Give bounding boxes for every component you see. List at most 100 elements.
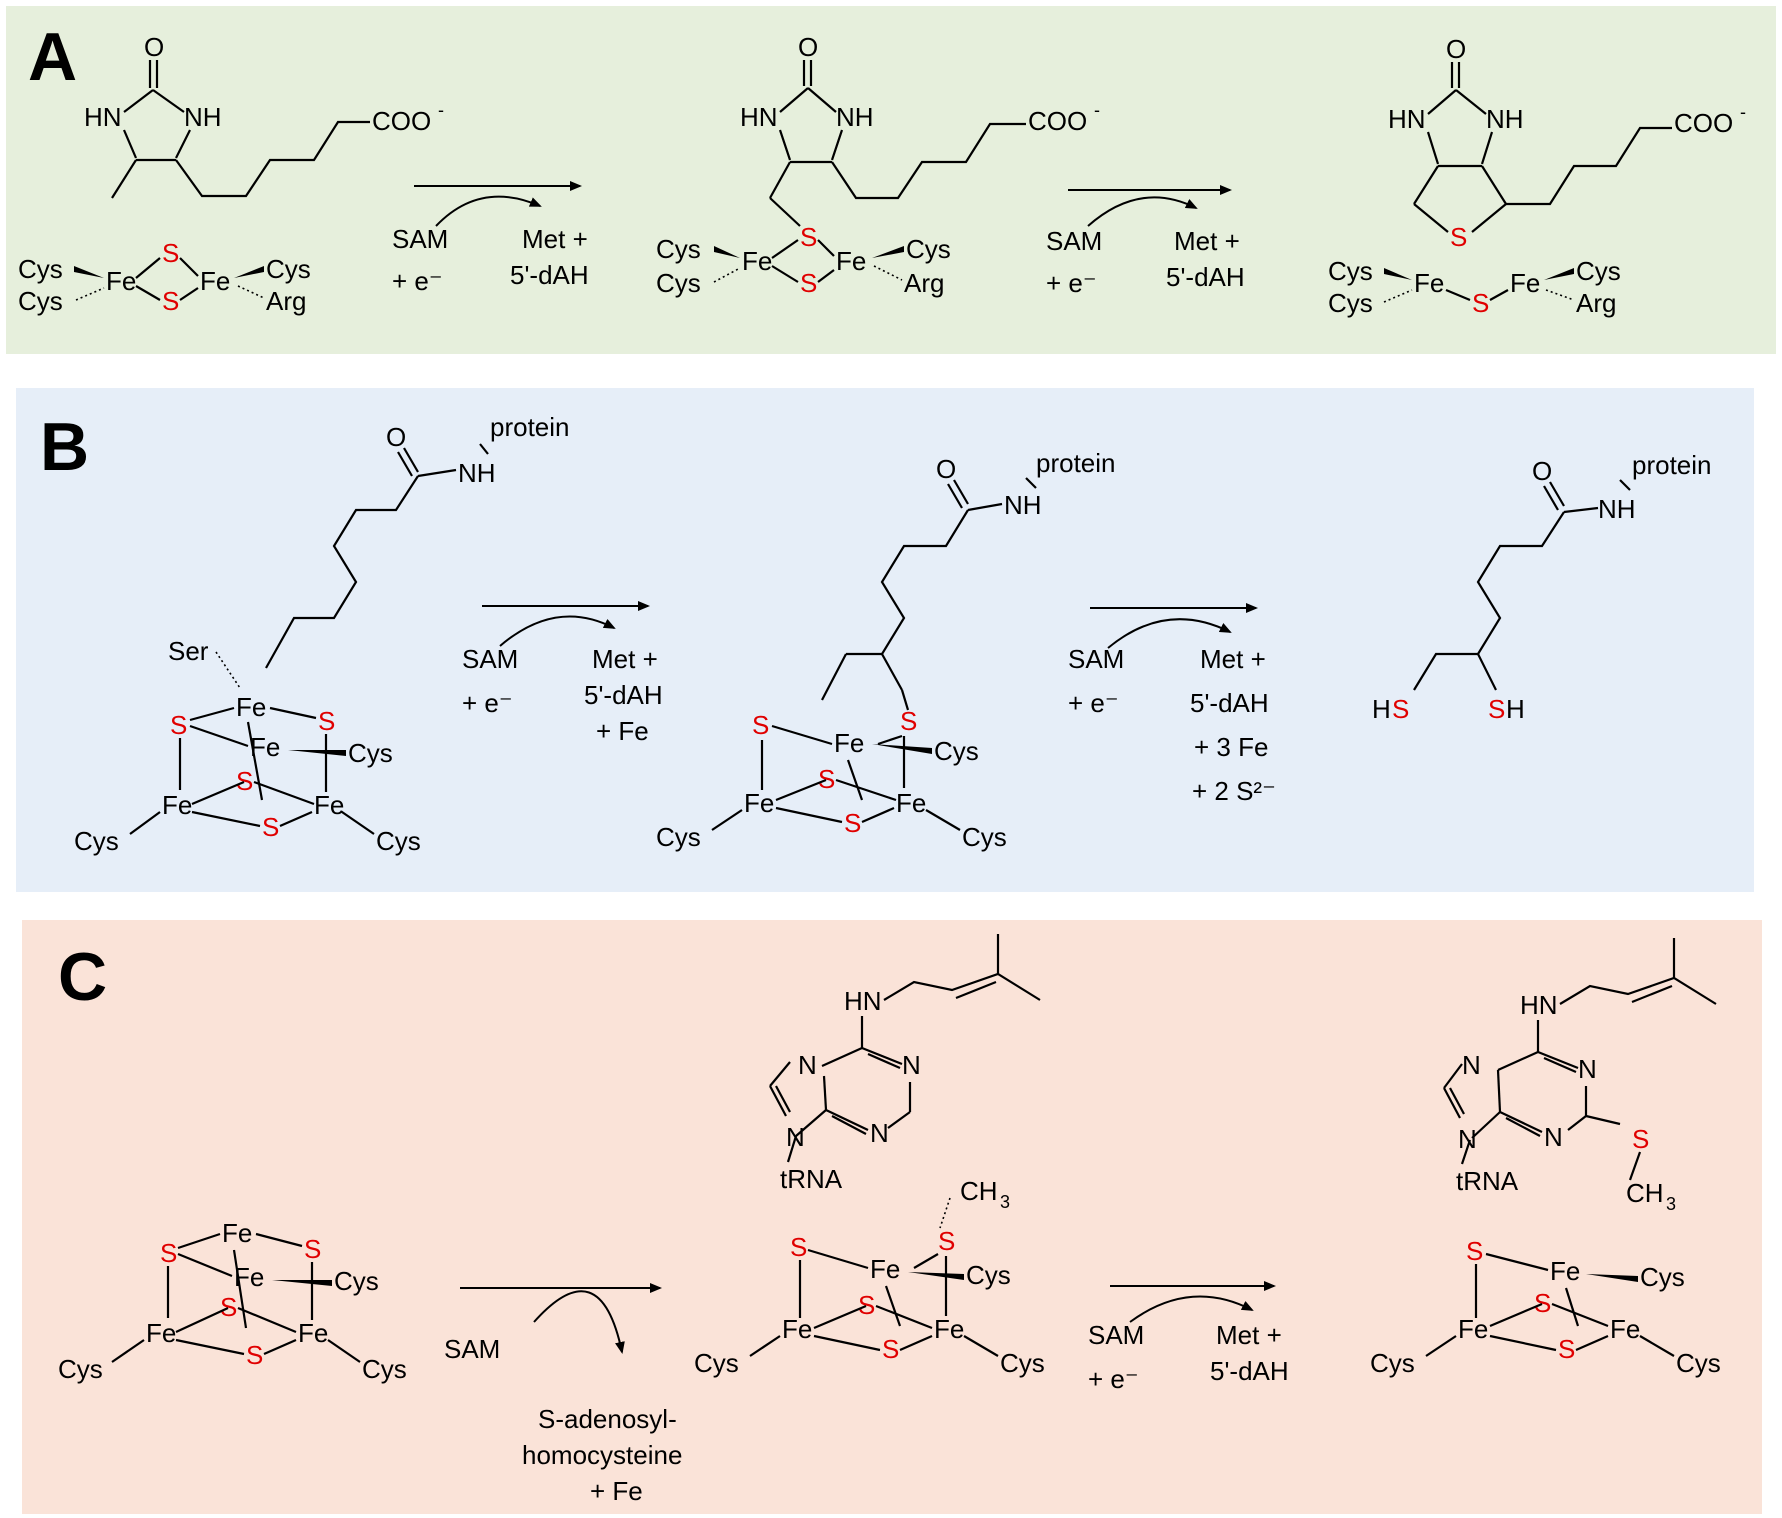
svg-text:-: - <box>1740 102 1746 122</box>
svg-text:SAM: SAM <box>444 1334 500 1364</box>
svg-text:S: S <box>1558 1334 1575 1364</box>
svg-text:HN: HN <box>740 102 778 132</box>
panel-b-octanoyl-substrate: O NH protein <box>265 412 570 669</box>
svg-text:S: S <box>1392 694 1409 724</box>
svg-text:HN: HN <box>1388 104 1426 134</box>
svg-text:N: N <box>870 1118 889 1148</box>
svg-text:Cys: Cys <box>1000 1348 1045 1378</box>
svg-text:protein: protein <box>1632 450 1712 480</box>
svg-text:Fe: Fe <box>1610 1314 1640 1344</box>
svg-text:S: S <box>318 706 335 736</box>
svg-text:Fe: Fe <box>200 266 230 296</box>
svg-text:S: S <box>752 710 769 740</box>
svg-text:5'-dAH: 5'-dAH <box>1190 688 1269 718</box>
panel-a-dethiobiotin: O HN NH COO - <box>84 32 444 199</box>
svg-text:O: O <box>1532 456 1552 486</box>
svg-text:S: S <box>800 268 817 298</box>
svg-text:Fe: Fe <box>834 728 864 758</box>
panel-b-background <box>16 388 1754 892</box>
svg-text:Fe: Fe <box>1414 268 1444 298</box>
svg-text:Cys: Cys <box>1328 256 1373 286</box>
svg-text:N: N <box>1578 1054 1597 1084</box>
svg-text:S: S <box>844 808 861 838</box>
panel-b-lipoyl-product: O NH protein H S S H <box>1372 450 1712 724</box>
svg-text:SAM: SAM <box>1068 644 1124 674</box>
panel-c-fe4s4-cluster-1: Fe S S Fe Cys S Fe Fe S Cys Cys <box>58 1218 407 1384</box>
panel-b-fe4s4-cluster-1: Ser Fe S S Fe Cys S Fe Fe S Cys Cys <box>74 636 421 856</box>
svg-text:+ e⁻: + e⁻ <box>462 688 513 718</box>
svg-text:protein: protein <box>1036 448 1116 478</box>
svg-text:H: H <box>1506 694 1525 724</box>
svg-text:Arg: Arg <box>904 268 944 298</box>
panel-c-letter: C <box>58 939 107 1015</box>
svg-text:N: N <box>1544 1122 1563 1152</box>
panel-a-letter: A <box>28 19 77 95</box>
svg-text:Cys: Cys <box>1676 1348 1721 1378</box>
svg-text:Fe: Fe <box>1510 268 1540 298</box>
svg-text:O: O <box>798 32 818 62</box>
svg-text:Cys: Cys <box>334 1266 379 1296</box>
svg-text:Met +: Met + <box>1216 1320 1282 1350</box>
svg-text:CH: CH <box>960 1176 998 1206</box>
svg-text:+ 2 S²⁻: + 2 S²⁻ <box>1192 776 1276 806</box>
svg-text:HN: HN <box>844 986 882 1016</box>
svg-text:Fe: Fe <box>146 1318 176 1348</box>
svg-text:Cys: Cys <box>656 268 701 298</box>
svg-text:Met +: Met + <box>1174 226 1240 256</box>
svg-text:homocysteine: homocysteine <box>522 1440 682 1470</box>
panel-a-fe2s2-cluster-1: Cys Cys Fe S S Fe Cys Arg <box>18 238 311 316</box>
svg-text:+ Fe: + Fe <box>590 1476 643 1506</box>
svg-text:N: N <box>902 1050 921 1080</box>
svg-text:Fe: Fe <box>314 790 344 820</box>
svg-text:Cys: Cys <box>694 1348 739 1378</box>
svg-text:Arg: Arg <box>266 286 306 316</box>
svg-text:NH: NH <box>1004 490 1042 520</box>
svg-text:5'-dAH: 5'-dAH <box>1166 262 1245 292</box>
panel-a-step-1-arrow: SAM + e⁻ Met + 5'-dAH <box>392 181 589 296</box>
svg-text:S-adenosyl-: S-adenosyl- <box>538 1404 677 1434</box>
svg-text:Fe: Fe <box>896 788 926 818</box>
svg-text:S: S <box>162 286 179 316</box>
panel-c-intermediate-cluster: CH 3 S S Fe Cys S Fe Fe S Cys Cys <box>694 1176 1045 1378</box>
svg-text:S: S <box>246 1340 263 1370</box>
svg-text:Cys: Cys <box>376 826 421 856</box>
svg-text:Cys: Cys <box>1328 288 1373 318</box>
svg-text:Fe: Fe <box>162 790 192 820</box>
svg-text:tRNA: tRNA <box>780 1164 843 1194</box>
svg-text:O: O <box>386 422 406 452</box>
svg-text:Fe: Fe <box>298 1318 328 1348</box>
svg-text:Cys: Cys <box>1640 1262 1685 1292</box>
panel-a-background <box>6 6 1776 354</box>
svg-text:SAM: SAM <box>462 644 518 674</box>
svg-text:HN: HN <box>1520 990 1558 1020</box>
svg-text:HN: HN <box>84 102 122 132</box>
panel-a-intermediate: O HN NH COO - Cys Cys Fe S S Fe Cys Arg <box>656 32 1100 298</box>
svg-text:S: S <box>262 812 279 842</box>
svg-text:protein: protein <box>490 412 570 442</box>
svg-text:S: S <box>1450 222 1467 252</box>
svg-text:+ e⁻: + e⁻ <box>392 266 443 296</box>
svg-text:Cys: Cys <box>18 286 63 316</box>
panel-b-step-1-arrow: SAM + e⁻ Met + 5'-dAH + Fe <box>462 601 663 746</box>
svg-text:Fe: Fe <box>742 246 772 276</box>
svg-text:S: S <box>1472 288 1489 318</box>
panel-c-step-1-arrow: SAM S-adenosyl- homocysteine + Fe <box>444 1283 682 1506</box>
svg-text:NH: NH <box>1486 104 1524 134</box>
svg-text:Fe: Fe <box>782 1314 812 1344</box>
svg-text:3: 3 <box>1000 1192 1010 1212</box>
svg-text:NH: NH <box>184 102 222 132</box>
panel-b-letter: B <box>40 409 89 485</box>
svg-text:S: S <box>1534 1288 1551 1318</box>
svg-text:NH: NH <box>1598 494 1636 524</box>
svg-text:SAM: SAM <box>1088 1320 1144 1350</box>
svg-text:Fe: Fe <box>1458 1314 1488 1344</box>
panel-c-product-cluster: S Fe Cys S Fe Fe S Cys Cys <box>1370 1236 1721 1378</box>
svg-text:S: S <box>304 1234 321 1264</box>
svg-text:5'-dAH: 5'-dAH <box>510 260 589 290</box>
panel-c-background <box>22 920 1762 1514</box>
svg-text:5'-dAH: 5'-dAH <box>584 680 663 710</box>
svg-text:Cys: Cys <box>1576 256 1621 286</box>
panel-c-step-2-arrow: SAM + e⁻ Met + 5'-dAH <box>1088 1281 1289 1394</box>
svg-text:+ e⁻: + e⁻ <box>1088 1364 1139 1394</box>
